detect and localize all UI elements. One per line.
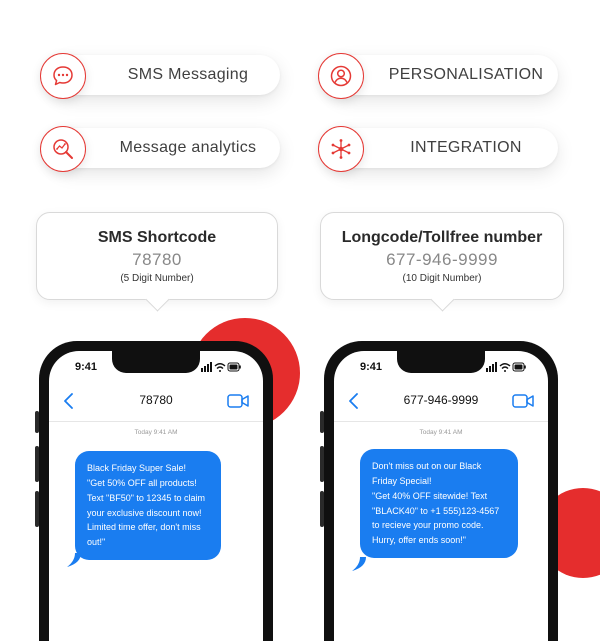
contact-name: 78780	[139, 393, 173, 407]
longcode-callout: Longcode/Tollfree number 677-946-9999 (1…	[320, 212, 564, 312]
status-bar: 9:41	[334, 351, 548, 381]
phone-screen: 9:41 78780 Today 9:41 AM Black Friday Su…	[49, 351, 263, 641]
chat-bubble-icon	[40, 53, 86, 99]
message-timestamp: Today 9:41 AM	[134, 429, 178, 436]
callout-title: Longcode/Tollfree number	[341, 229, 543, 246]
shortcode-callout: SMS Shortcode 78780 (5 Digit Number)	[36, 212, 278, 312]
message-line: Text "BF50" to 12345 to claim	[87, 492, 205, 503]
back-chevron-icon[interactable]	[348, 393, 360, 409]
message-line: Friday Special!	[372, 475, 432, 486]
message-timestamp: Today 9:41 AM	[419, 429, 463, 436]
message-line: "Get 40% OFF sitewide! Text	[372, 490, 488, 501]
phone-notch	[397, 351, 485, 373]
callout-tail	[145, 287, 170, 312]
signal-wifi-battery-icon	[201, 362, 241, 372]
message-line: out!"	[87, 537, 106, 548]
analytics-magnifier-icon	[40, 126, 86, 172]
feature-label: PERSONALISATION	[388, 66, 544, 83]
message-bubble: Don't miss out on our Black Friday Speci…	[360, 449, 518, 559]
bubble-tail	[67, 553, 81, 567]
status-bar: 9:41	[49, 351, 263, 381]
feature-sms-messaging[interactable]: SMS Messaging	[52, 55, 280, 95]
status-time: 9:41	[75, 361, 98, 373]
feature-personalisation[interactable]: PERSONALISATION	[330, 55, 558, 95]
feature-label: INTEGRATION	[410, 139, 522, 156]
message-line: your exclusive discount now!	[87, 507, 202, 518]
user-profile-icon	[318, 53, 364, 99]
network-nodes-icon	[318, 126, 364, 172]
message-line: Black Friday Super Sale!	[87, 463, 187, 473]
callout-subtitle: (5 Digit Number)	[120, 273, 194, 284]
phone-longcode: 9:41 677-946-9999 Today 9:41 AM Don't mi…	[320, 341, 558, 641]
message-line: to recieve your promo code.	[372, 520, 484, 531]
phone-side-button	[320, 411, 324, 433]
phone-shortcode: 9:41 78780 Today 9:41 AM Black Friday Su…	[35, 341, 273, 641]
callout-subtitle: (10 Digit Number)	[402, 273, 482, 284]
contact-name: 677-946-9999	[403, 393, 479, 407]
message-line: Limited time offer, don't miss	[87, 522, 201, 533]
callout-number: 78780	[132, 250, 182, 269]
phone-notch	[112, 351, 200, 373]
phone-side-button	[35, 491, 39, 527]
callout-tail	[430, 287, 455, 312]
callout-title: SMS Shortcode	[97, 229, 217, 246]
feature-integration[interactable]: INTEGRATION	[330, 128, 558, 168]
message-line: Hurry, offer ends soon!"	[372, 535, 466, 546]
phone-side-button	[35, 446, 39, 482]
video-call-icon[interactable]	[512, 393, 534, 409]
feature-label: SMS Messaging	[127, 66, 249, 83]
status-time: 9:41	[360, 361, 383, 373]
phone-side-button	[320, 491, 324, 527]
callout-number: 677-946-9999	[386, 250, 498, 269]
feature-label: Message analytics	[119, 139, 257, 156]
message-line: "Get 50% OFF all products!	[87, 477, 197, 488]
feature-message-analytics[interactable]: Message analytics	[52, 128, 280, 168]
back-chevron-icon[interactable]	[63, 393, 75, 409]
video-call-icon[interactable]	[227, 393, 249, 409]
bubble-tail	[352, 557, 366, 571]
message-header: 677-946-9999	[334, 381, 548, 422]
phone-side-button	[320, 446, 324, 482]
message-header: 78780	[49, 381, 263, 422]
message-line: "BLACK40" to +1 555)123-4567	[372, 505, 500, 516]
message-line: Don't miss out on our Black	[372, 461, 482, 471]
phone-side-button	[35, 411, 39, 433]
message-bubble: Black Friday Super Sale! "Get 50% OFF al…	[75, 451, 221, 561]
phone-screen: 9:41 677-946-9999 Today 9:41 AM Don't mi…	[334, 351, 548, 641]
signal-wifi-battery-icon	[486, 362, 526, 372]
